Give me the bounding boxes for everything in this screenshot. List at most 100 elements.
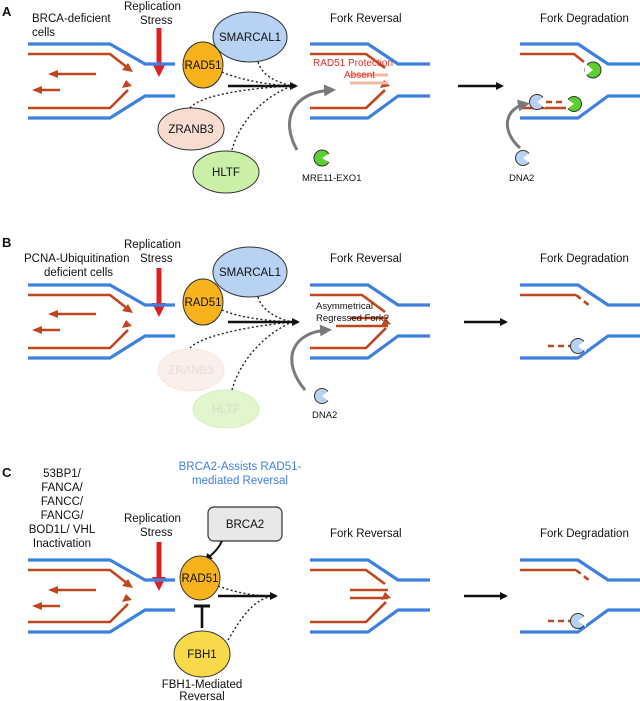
dotted-link [257, 61, 293, 87]
zranb3-node: ZRANB3 [157, 107, 225, 151]
stress-label: Replication [124, 513, 181, 525]
dotted-link [189, 321, 293, 349]
hltf-label: HLTF [212, 167, 240, 179]
reversal-title: Fork Reversal [330, 253, 402, 265]
condition-label: FANCA/ [41, 482, 83, 494]
dotted-link [231, 85, 293, 151]
panel-letter: B [2, 235, 11, 250]
nascent-arrowhead [122, 579, 133, 588]
dotted-link [231, 321, 293, 391]
mre11-exo1-icon [313, 149, 332, 167]
stress-label: Replication [124, 1, 181, 13]
parental-strand-bottom [520, 608, 640, 634]
condition-label: FANCC/ [41, 496, 84, 508]
dotted-link [227, 595, 273, 641]
parental-strand-bottom [310, 608, 430, 634]
fbh1-note: FBH1-Mediated [162, 679, 243, 691]
brca2-note: mediated Reversal [192, 475, 288, 487]
panel-letter: A [2, 4, 12, 19]
reversal-title: Fork Reversal [330, 13, 402, 25]
condition-label: FANCG/ [41, 510, 85, 522]
hltf-label: HLTF [212, 404, 240, 416]
dotted-link [221, 71, 293, 87]
reversed-fork [310, 558, 430, 634]
nuclease-arrow [290, 324, 332, 391]
mre11-exo1-icon [584, 61, 602, 79]
parental-strand-top [28, 558, 175, 582]
condition-label: BOD1L/ VHL [29, 524, 96, 536]
zranb3-label: ZRANB3 [168, 365, 213, 377]
degraded-fork [520, 558, 640, 634]
parental-strand-top [28, 283, 175, 307]
parental-strand-bottom [520, 94, 640, 120]
parental-strand-top [520, 283, 640, 307]
reversal-title: Fork Reversal [330, 528, 402, 540]
asymmetric-fork-label: Regressed Fork? [316, 313, 389, 324]
nascent-strand-top [28, 568, 129, 586]
okazaki-arrowhead [32, 602, 42, 610]
rad51-node: RAD51 [179, 555, 221, 601]
nascent-strand-bottom [28, 89, 129, 110]
stress-label: Replication [124, 239, 181, 251]
okazaki-arrowhead [48, 586, 58, 594]
fbh1-label: FBH1 [187, 649, 216, 661]
nascent-arrowhead [381, 318, 391, 326]
parental-strand-top [310, 283, 430, 307]
nascent-arrowhead [122, 320, 132, 328]
parental-strand-bottom [28, 334, 175, 360]
nascent-strand-top [310, 568, 386, 586]
brca2-assist-arrow [204, 540, 223, 562]
panel-a: A BRCA-deficient cells Replication Stres… [2, 1, 640, 194]
stalled-fork [28, 283, 175, 360]
smarcal1-label: SMARCAL1 [219, 32, 281, 44]
nascent-strand-top [310, 293, 386, 314]
okazaki-arrowhead [48, 70, 58, 78]
panel-c: C 53BP1/ FANCA/ FANCC/ FANCG/ BOD1L/ VHL… [2, 461, 640, 701]
condition-label: deficient cells [44, 267, 113, 279]
dna2-icon [529, 94, 545, 110]
degraded-strand [575, 568, 591, 583]
okazaki-arrowhead [32, 86, 42, 94]
hltf-node: HLTF [192, 389, 260, 429]
degradation-title: Fork Degradation [540, 253, 629, 265]
degradation-title: Fork Degradation [540, 13, 629, 25]
zranb3-label: ZRANB3 [168, 124, 213, 136]
panel-b: B PCNA-Ubiquitination deficient cells Re… [2, 235, 640, 429]
nuclease-label: DNA2 [509, 173, 534, 184]
nascent-strand-top [28, 52, 129, 70]
protection-label: RAD51 Protection [313, 58, 393, 69]
rad51-label: RAD51 [181, 573, 218, 585]
parental-strand-top [520, 558, 640, 582]
nascent-strand-top [28, 293, 129, 311]
nascent-strand-bottom [310, 601, 387, 624]
panel-letter: C [2, 465, 12, 480]
mre11-exo1-icon [566, 96, 582, 112]
condition-label: 53BP1/ [43, 468, 82, 480]
degraded-strand [575, 293, 591, 308]
nascent-arrowhead [122, 80, 132, 88]
stalled-fork [28, 42, 175, 120]
stalled-fork [28, 558, 175, 634]
dna2-icon [570, 613, 586, 629]
asymmetric-fork-label: Asymmetrical [316, 301, 373, 312]
dna2-icon [570, 338, 586, 354]
nascent-strand-bottom [28, 603, 129, 624]
condition-label: Inactivation [33, 538, 91, 550]
hltf-node: HLTF [192, 150, 260, 194]
parental-strand-bottom [520, 334, 640, 360]
nuclease-arrow [288, 84, 336, 151]
parental-strand-bottom [310, 334, 430, 360]
rad51-label: RAD51 [184, 297, 221, 309]
nascent-strand-top [520, 52, 585, 64]
nascent-arrowhead [122, 63, 133, 72]
brca2-node: BRCA2 [207, 506, 283, 542]
nuclease-arrow [505, 99, 530, 150]
nascent-arrowhead [122, 304, 133, 313]
rad51-label: RAD51 [184, 60, 221, 72]
nascent-strand-bottom [310, 89, 386, 110]
fbh1-note: Reversal [179, 691, 224, 701]
nascent-strand-top [310, 52, 386, 70]
brca2-label: BRCA2 [226, 519, 264, 531]
